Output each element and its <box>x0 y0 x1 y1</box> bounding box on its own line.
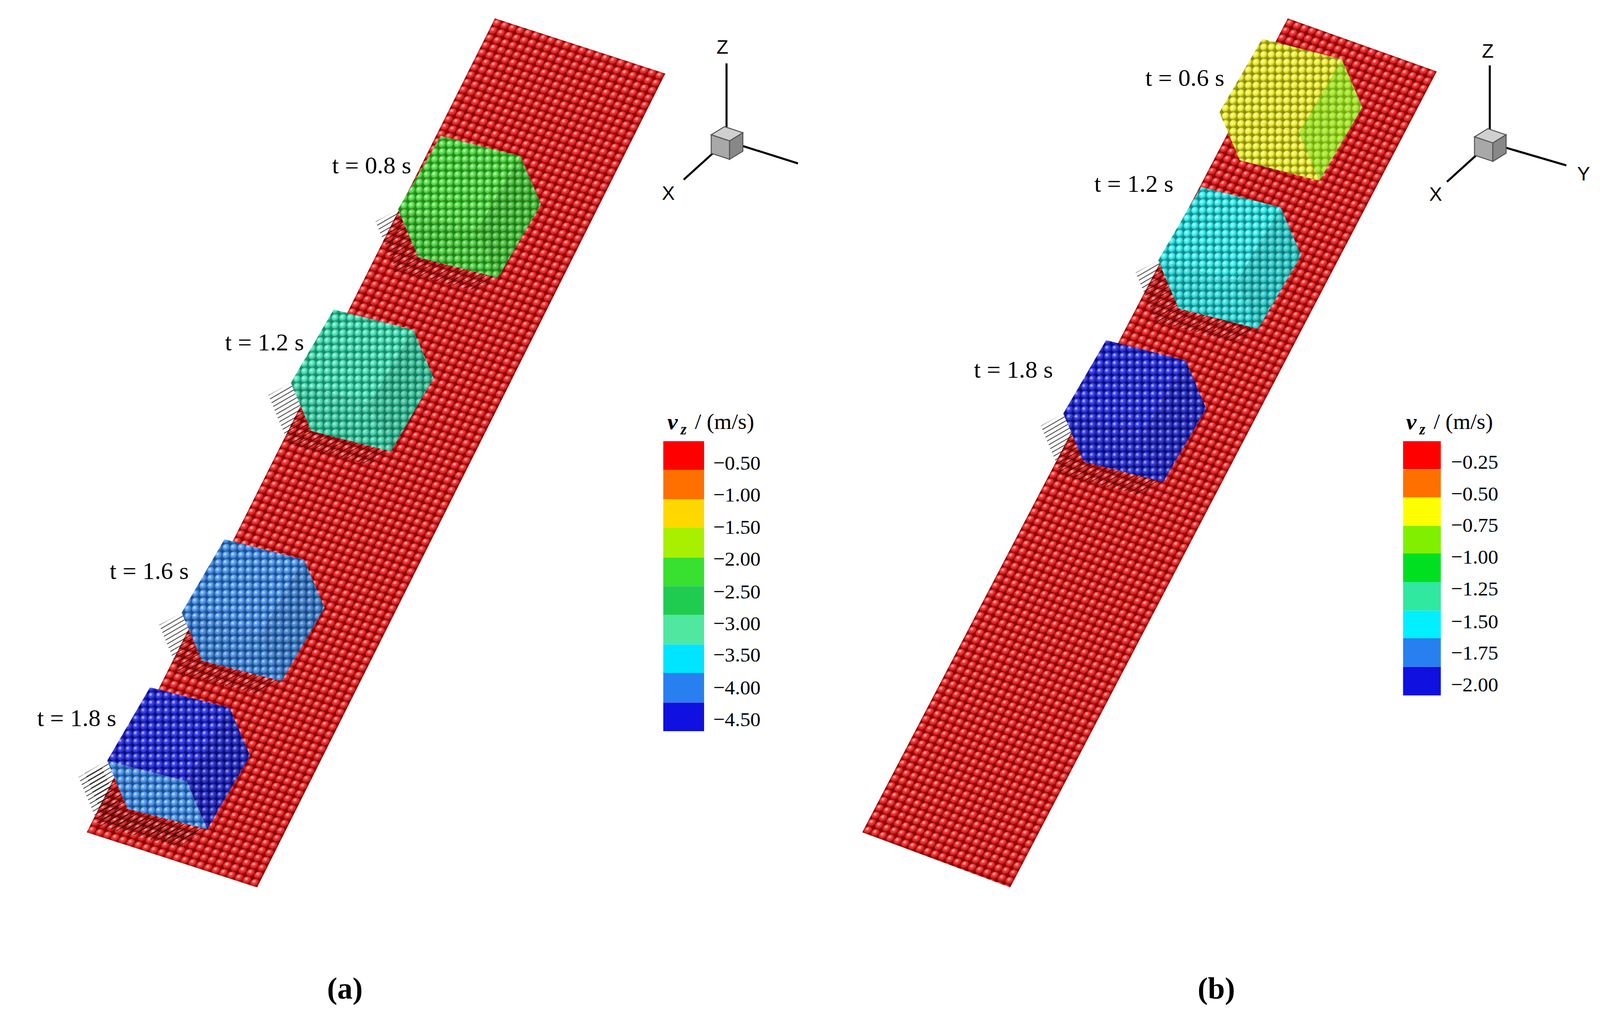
colorbar-swatch <box>1403 610 1441 640</box>
colorbar-value: −0.75 <box>1450 514 1499 536</box>
colorbar-value: −0.50 <box>1450 482 1499 504</box>
figure-label: X <box>1429 184 1442 204</box>
colorbar-value: −3.50 <box>713 644 761 665</box>
slope-plane <box>862 18 1437 887</box>
sliding-cube <box>1219 38 1363 181</box>
colorbar-swatch <box>663 498 705 529</box>
figure-label: / (m/s) <box>1433 410 1493 433</box>
colorbar-swatch <box>1403 441 1441 470</box>
figure-label: t = 0.6 s <box>1145 65 1225 90</box>
colorbar-swatch <box>1403 666 1441 696</box>
axis-triad <box>683 63 799 180</box>
figure-label: t = 1.8 s <box>973 357 1053 382</box>
colorbar-value: −1.75 <box>1450 641 1499 662</box>
colorbar-swatch <box>663 702 705 732</box>
colorbar-swatch <box>663 557 705 587</box>
figure-label: t = 1.2 s <box>225 329 305 355</box>
colorbar-value: −1.50 <box>1450 610 1499 631</box>
colorbar-value: −2.00 <box>1450 673 1499 694</box>
colorbar-swatch <box>1403 525 1441 555</box>
figure-label: z <box>1419 422 1426 438</box>
colorbar-value: −2.00 <box>713 548 761 569</box>
colorbar-swatch <box>1403 497 1441 527</box>
colorbar-swatch <box>663 643 705 674</box>
slope-plane <box>86 18 666 887</box>
colorbar-value: −2.50 <box>713 580 761 601</box>
figure-label: v <box>1406 409 1417 434</box>
colorbar-value: −1.00 <box>1450 546 1499 567</box>
colorbar-value: −3.00 <box>713 612 761 634</box>
colorbar-swatch <box>663 441 705 471</box>
colorbar-swatch <box>663 585 705 616</box>
figure-label: t = 0.8 s <box>331 153 411 178</box>
colorbar-swatch <box>663 615 705 645</box>
colorbar-swatch <box>663 470 705 500</box>
figure-label: X <box>661 183 675 203</box>
figure-label: t = 1.6 s <box>109 558 189 583</box>
figure-label: v <box>667 409 678 434</box>
figure-label: (a) <box>326 972 363 1004</box>
figure-label: Y <box>1577 163 1591 184</box>
sliding-cube <box>1135 186 1302 342</box>
colorbar-value: −4.00 <box>713 676 761 698</box>
colorbar-value: −1.50 <box>713 516 761 537</box>
colorbar-swatch <box>1403 553 1441 583</box>
colorbar-value: −1.25 <box>1450 578 1499 599</box>
sliding-cube <box>1040 339 1207 495</box>
figure-label: t = 1.8 s <box>37 705 117 730</box>
figure-label: Z <box>716 37 729 57</box>
colorbar-value: −1.00 <box>713 484 761 505</box>
colorbar-swatch <box>663 528 705 558</box>
figure-label: (b) <box>1197 972 1235 1004</box>
figure-label: Z <box>1481 41 1494 61</box>
axis-triad <box>1446 65 1567 182</box>
colorbar-value: −0.25 <box>1450 451 1499 472</box>
colorbar-swatch <box>1403 469 1441 498</box>
figure-label: / (m/s) <box>694 410 754 433</box>
colorbar-value: −4.50 <box>713 708 761 729</box>
colorbar-swatch <box>663 672 705 703</box>
colorbar-swatch <box>1403 638 1441 667</box>
figure-label: t = 1.2 s <box>1094 171 1174 196</box>
figure-label: z <box>680 422 687 438</box>
colorbar-value: −0.50 <box>713 452 761 473</box>
colorbar-swatch <box>1403 581 1441 611</box>
